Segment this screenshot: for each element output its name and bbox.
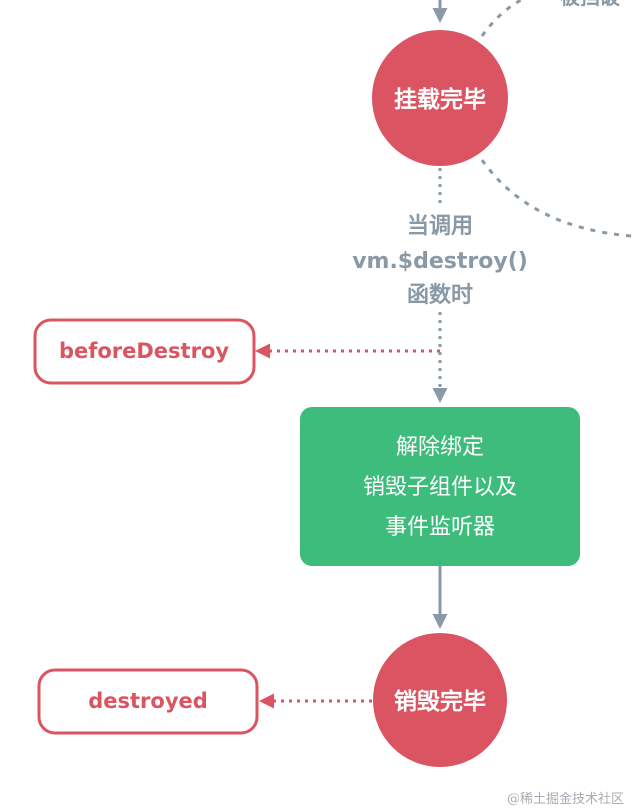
teardown-line-3: 事件监听器: [385, 515, 495, 540]
before-destroy-hook-box: [33, 318, 256, 385]
teardown-box: [300, 407, 580, 566]
destroyed-hook-box: [37, 668, 259, 735]
update-loop-curve-bottom: [480, 159, 632, 238]
teardown-line-1: 解除绑定: [396, 435, 484, 460]
destroyed-node-label: 销毁完毕: [394, 688, 486, 715]
teardown-line-2: 销毁子组件以及: [363, 475, 517, 500]
condition-line-2: vm.$destroy(): [352, 249, 528, 274]
watermark: @稀土掘金技术社区: [507, 791, 624, 807]
condition-line-3: 函数时: [407, 282, 473, 308]
destroyed-hook-label: destroyed: [88, 689, 208, 713]
mounted-node: [372, 30, 508, 166]
update-loop-curve-top: [480, 0, 525, 37]
condition-line-1: 当调用: [407, 214, 473, 239]
mounted-node-label: 挂载完毕: [394, 86, 486, 113]
destroyed-node: [373, 633, 507, 767]
before-destroy-hook-label: beforeDestroy: [59, 339, 229, 363]
top-partial-label: 被挡破: [560, 0, 620, 9]
